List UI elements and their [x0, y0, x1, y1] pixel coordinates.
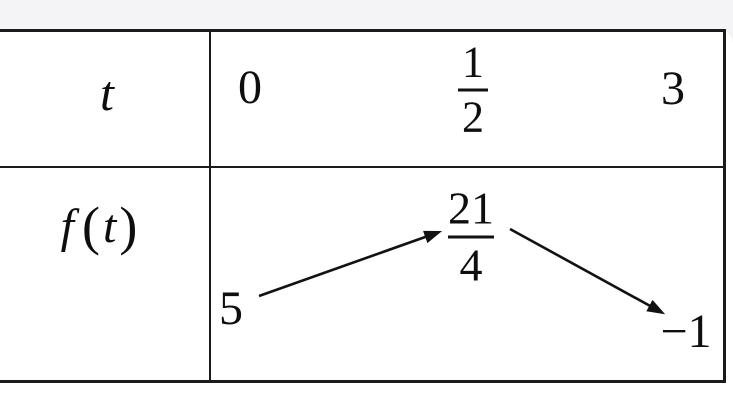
f-end-value: −1	[660, 305, 712, 358]
fraction-denominator: 4	[459, 239, 483, 291]
table-column-divider	[209, 31, 211, 381]
fraction-bar	[458, 88, 488, 92]
function-label-close-paren: )	[119, 196, 138, 256]
table-right-border	[723, 29, 726, 383]
fraction-numerator: 1	[462, 37, 484, 87]
content-card	[0, 29, 733, 420]
t-variable-label: t	[100, 65, 114, 121]
function-label: f ( t )	[60, 196, 138, 256]
t-value-three: 3	[661, 62, 685, 115]
fraction-numerator: 21	[448, 182, 494, 234]
t-value-zero: 0	[238, 61, 262, 114]
function-label-f: f	[60, 200, 75, 253]
f-start-value: 5	[219, 282, 243, 335]
fraction-denominator: 2	[462, 92, 484, 142]
table-top-border	[0, 29, 726, 32]
table-bottom-border	[0, 380, 726, 383]
fraction-bar	[448, 235, 494, 239]
function-label-open-paren: (	[82, 196, 100, 256]
function-label-variable: t	[103, 200, 117, 253]
t-value-one-half: 1 2	[458, 37, 488, 142]
table-row-divider	[0, 166, 724, 168]
f-peak-value: 21 4	[448, 182, 494, 291]
